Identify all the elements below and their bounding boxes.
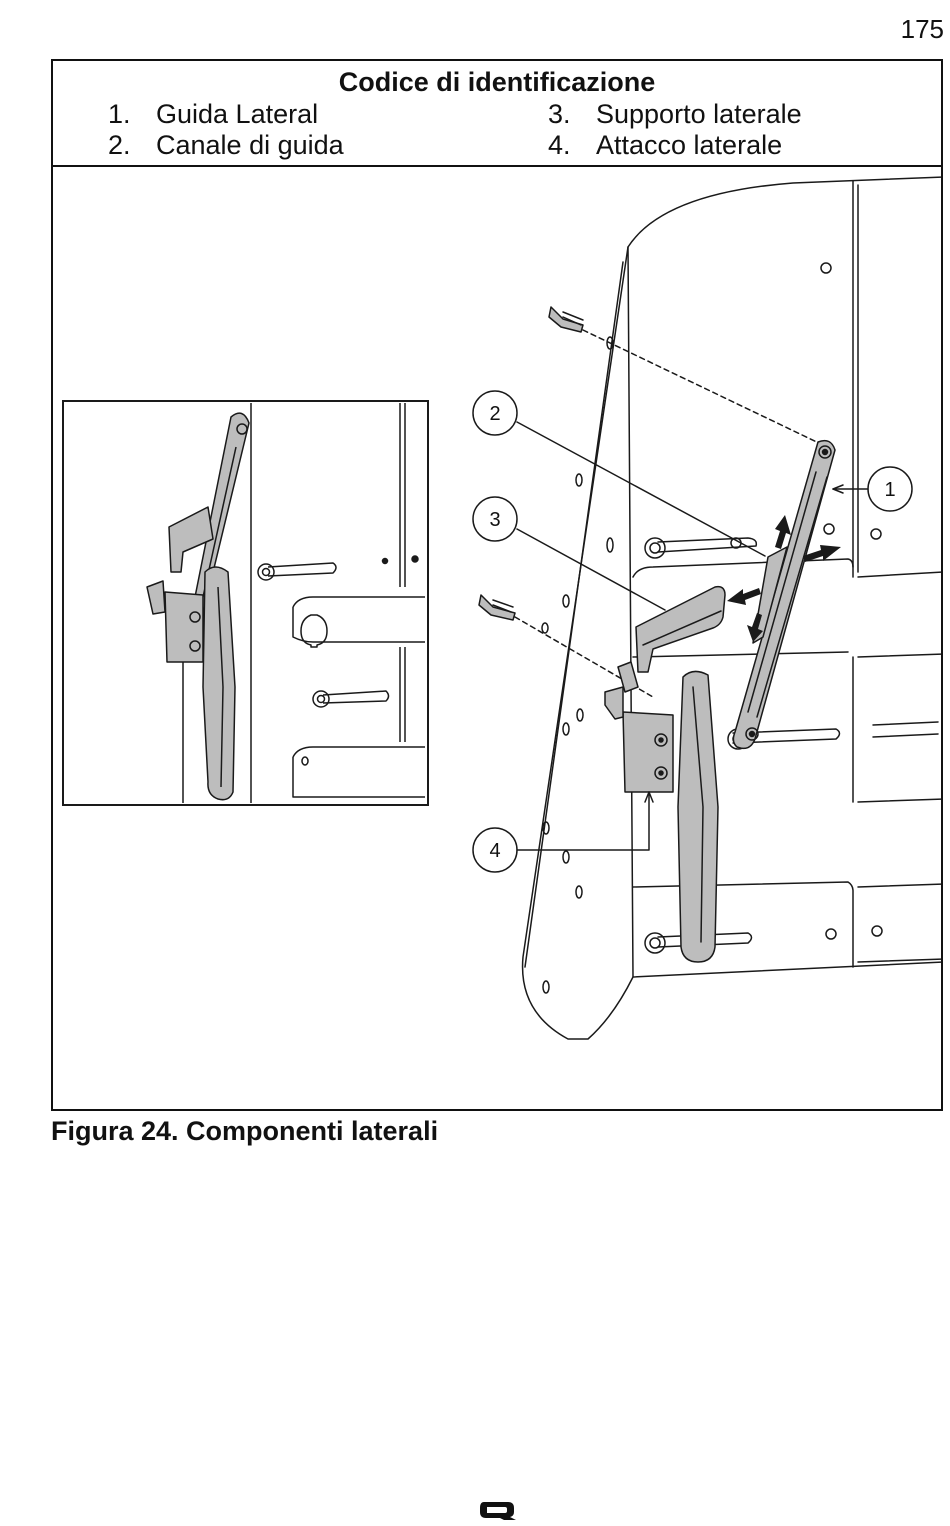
lateral-guide: [732, 439, 836, 750]
bolt-upper: [548, 306, 584, 333]
legend-item-4: 4. Attacco laterale: [548, 130, 782, 161]
callout-1: 1: [884, 479, 895, 501]
inset-detail-view: [62, 400, 429, 806]
legend-item-number: 1.: [108, 99, 131, 129]
legend-item-2: 2. Canale di guida: [108, 130, 344, 161]
callouts: [472, 390, 913, 873]
identification-legend: Codice di identificazione 1. Guida Latera…: [53, 61, 941, 167]
legend-item-1: 1. Guida Lateral: [108, 99, 318, 130]
callout-4: 4: [489, 840, 500, 862]
assembly-lines: [514, 329, 824, 698]
callout-2: 2: [489, 403, 500, 425]
lateral-support: [635, 585, 726, 673]
backrest-panel: [521, 176, 941, 1040]
legend-title: Codice di identificazione: [338, 67, 656, 97]
page-number: 175: [900, 14, 944, 44]
legend-item-number: 2.: [108, 130, 131, 160]
figure-caption: Figura 24. Componenti laterali: [51, 1116, 439, 1146]
legend-item-label: Attacco laterale: [596, 130, 783, 160]
legend-item-number: 4.: [548, 130, 571, 160]
bolt-lower: [478, 594, 516, 621]
legend-item-number: 3.: [548, 99, 571, 129]
panel-slots: [657, 537, 939, 948]
callout-3: 3: [489, 509, 500, 531]
lateral-mount: [604, 661, 719, 963]
lateral-components-drawing: 1 2 3 4: [62, 176, 941, 1040]
legend-item-label: Canale di guida: [156, 130, 344, 160]
figure-frame: Codice di identificazione 1. Guida Latera…: [51, 59, 943, 1111]
legend-item-label: Guida Lateral: [156, 99, 319, 129]
adjustment-arrows: [727, 515, 841, 642]
legend-item-3: 3. Supporto laterale: [548, 99, 802, 130]
panel-oval-holes: [541, 336, 614, 994]
legend-item-label: Supporto laterale: [596, 99, 802, 129]
q-logo-icon: [480, 1502, 516, 1520]
